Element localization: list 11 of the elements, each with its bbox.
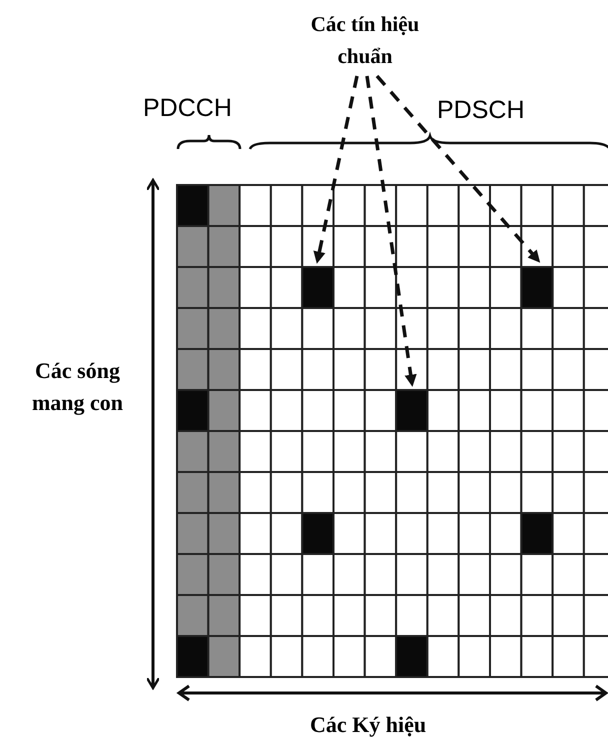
- reference-signal-cell: [520, 266, 554, 309]
- dashed-arrow: [313, 76, 359, 264]
- channel-label: PDCCH: [143, 93, 232, 124]
- reference-signal-cell: [395, 389, 428, 432]
- dashed-arrow: [376, 74, 540, 263]
- reference-signal-cell: [301, 266, 334, 309]
- channel-label: PDSCH: [437, 95, 525, 126]
- dashed-arrow: [365, 76, 417, 387]
- axis-label: Các Ký hiệu: [310, 711, 426, 739]
- axis-label: Các sóng mang con: [30, 357, 124, 417]
- callout-label: Các tín hiệu chuẩn: [310, 11, 420, 70]
